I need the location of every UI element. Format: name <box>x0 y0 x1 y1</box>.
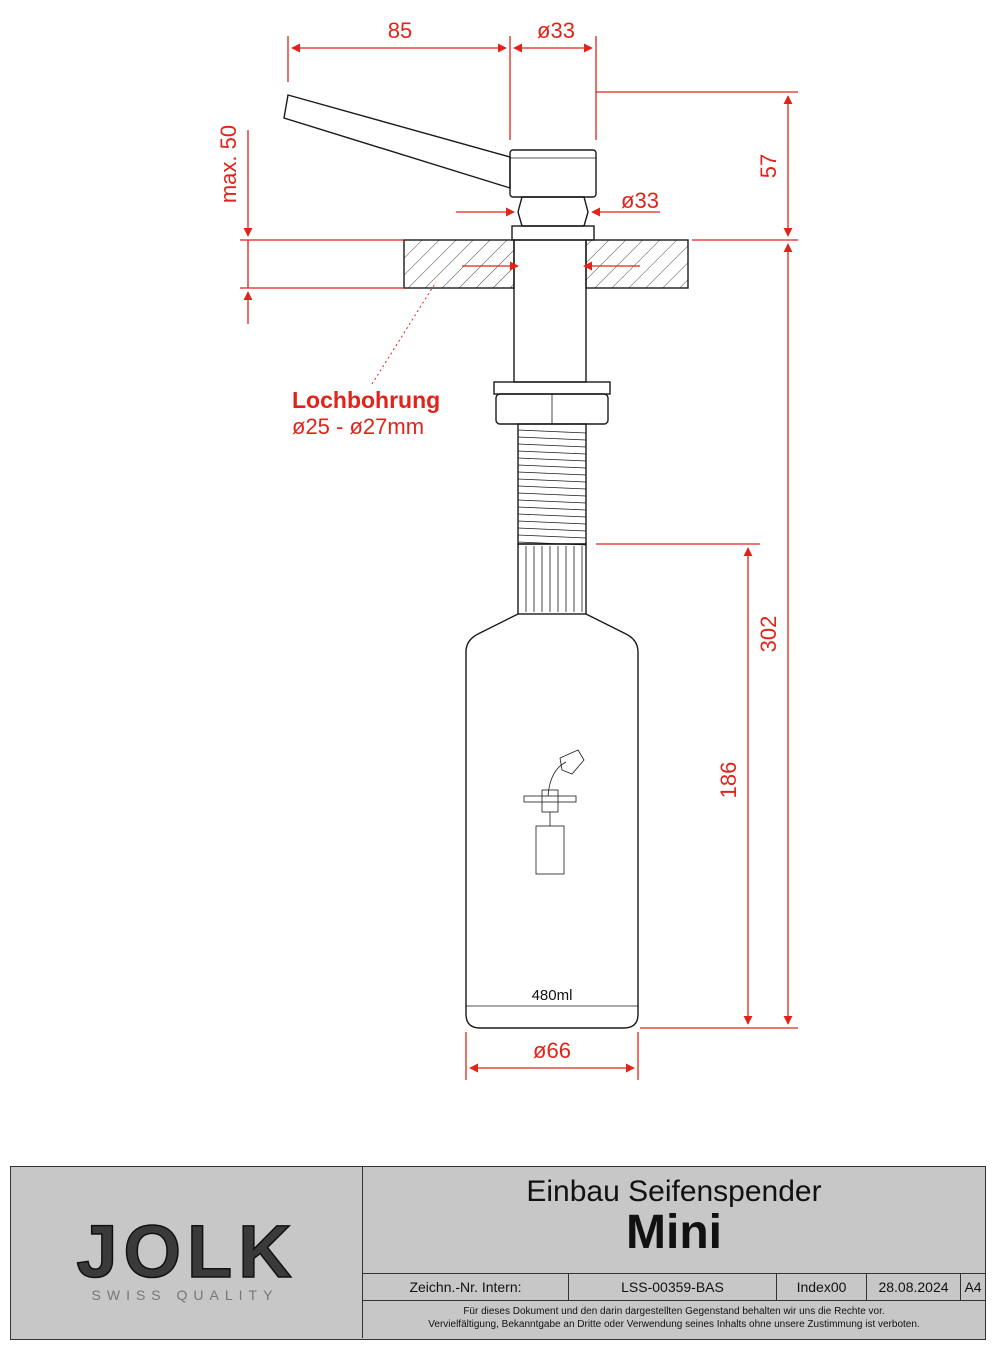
bottle-volume: 480ml <box>532 987 573 1004</box>
bottle <box>465 613 639 1029</box>
jolk-logo: JOLK SWISS QUALITY <box>76 1209 297 1303</box>
date: 28.08.2024 <box>867 1274 961 1300</box>
countertop-right <box>585 239 689 289</box>
bottle-cap <box>517 543 587 615</box>
dim-head-height: 57 <box>756 154 781 178</box>
dim-head-diameter: ø33 <box>537 18 575 43</box>
hole-range: ø25 - ø27mm <box>292 414 424 439</box>
logo-wordmark: JOLK <box>76 1210 297 1293</box>
dim-total-height: 302 <box>756 616 781 653</box>
notice-line-2: Vervielfältigung, Bekanntgabe an Dritte … <box>428 1319 920 1330</box>
lever <box>283 94 511 189</box>
hole-label: Lochbohrung <box>292 387 440 413</box>
logo-tagline: SWISS QUALITY <box>92 1287 279 1303</box>
dimension-lines <box>240 36 798 1080</box>
dim-lever-reach: 85 <box>388 18 412 43</box>
washer <box>493 381 611 395</box>
logo-cell: JOLK SWISS QUALITY <box>11 1167 363 1338</box>
dispenser-outline <box>283 94 689 1029</box>
paper-format: A4 <box>964 1279 982 1295</box>
notice-line-1: Für dieses Dokument und den darin darges… <box>463 1306 885 1317</box>
index: Index00 <box>777 1274 867 1300</box>
drawing-subtitle: Mini <box>626 1206 722 1259</box>
collar <box>517 196 589 227</box>
drawing-title: Einbau Seifenspender <box>526 1175 822 1208</box>
dim-bottle-height: 186 <box>716 762 741 799</box>
flange <box>511 225 595 241</box>
drawing-no-label: Zeichn.-Nr. Intern: <box>363 1274 569 1300</box>
drawing-no: LSS-00359-BAS <box>569 1274 777 1300</box>
dim-max-thickness: max. 50 <box>216 125 241 203</box>
info-row: Zeichn.-Nr. Intern: LSS-00359-BAS Index0… <box>363 1273 985 1301</box>
dim-collar-diameter: ø33 <box>621 188 659 213</box>
technical-drawing: 85 ø33 ø33 max. 50 57 302 186 ø66 Lochbo… <box>216 18 798 1080</box>
pump-head <box>509 149 597 198</box>
countertop-left <box>403 239 515 289</box>
copyright-notice: Für dieses Dokument und den darin darges… <box>363 1301 985 1339</box>
thread <box>517 423 587 545</box>
title-cell: Einbau Seifenspender Mini <box>363 1167 985 1273</box>
dim-bottle-diameter: ø66 <box>533 1038 571 1063</box>
installation-pictogram <box>523 749 585 875</box>
title-block: JOLK SWISS QUALITY Einbau Seifenspender … <box>10 1166 986 1340</box>
shaft <box>513 239 587 383</box>
